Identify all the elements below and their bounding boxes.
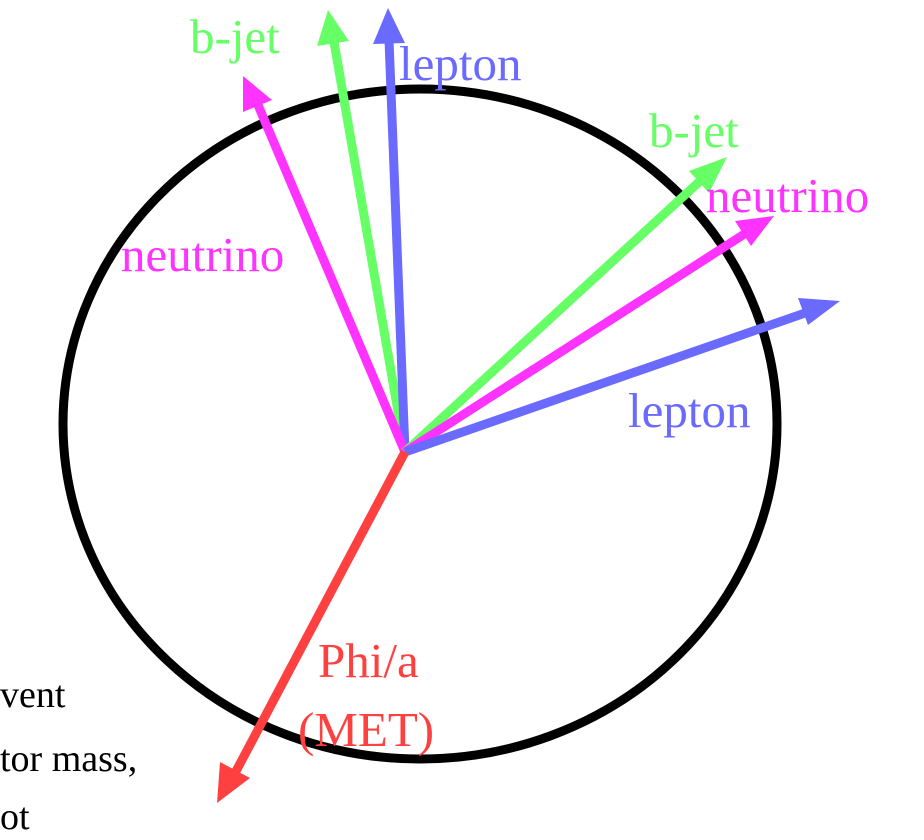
- bjet-right-arrow: [401, 157, 727, 456]
- bjet-left-label: b-jet: [190, 9, 280, 64]
- lepton-right-arrow: [403, 298, 840, 457]
- neutrino-left-label: neutrino: [121, 227, 284, 282]
- met-label-line2: (MET): [298, 702, 434, 757]
- neutrino-right-label: neutrino: [706, 168, 869, 223]
- neutrino-left-arrow: [243, 76, 410, 454]
- detector-circle: [58, 84, 782, 764]
- cut-text-line-3: ot: [0, 796, 30, 838]
- lepton-top-label: lepton: [399, 36, 521, 91]
- neutrino-right-arrow: [402, 216, 774, 456]
- met-label-line1: Phi/a: [318, 633, 419, 688]
- lepton-right-label: lepton: [628, 383, 750, 438]
- met-arrow: [217, 449, 409, 803]
- cut-text-line-1: vent: [0, 674, 66, 716]
- cut-text-line-2: tor mass,: [0, 738, 138, 780]
- lepton-top-arrow: [373, 8, 410, 453]
- bjet-left-arrow: [317, 10, 410, 453]
- bjet-right-label: b-jet: [649, 103, 739, 158]
